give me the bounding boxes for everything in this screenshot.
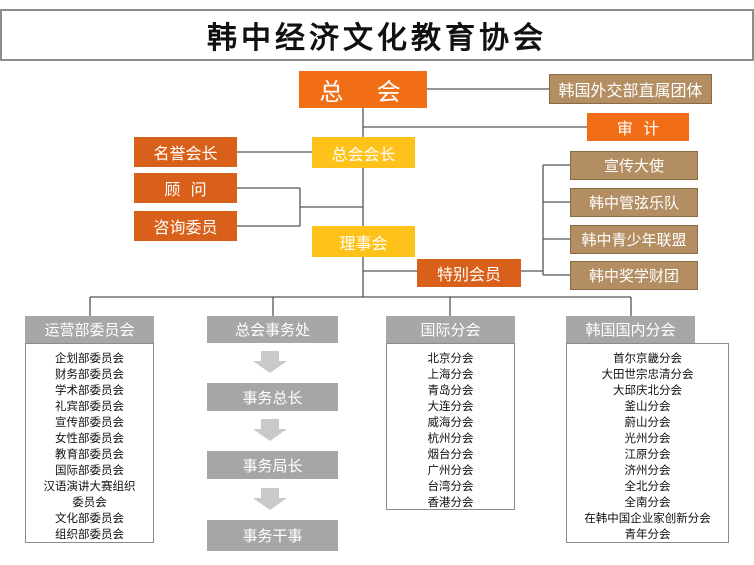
list-item: 全北分会 <box>624 479 671 493</box>
president-box: 总会会长 <box>312 137 415 168</box>
list-item: 企划部委员会 <box>55 351 124 365</box>
list-item: 宣传部委员会 <box>55 415 124 429</box>
list-item: 青年分会 <box>624 527 671 541</box>
list-item: 江原分会 <box>624 447 671 461</box>
consulting-committee-box: 咨询委员 <box>134 211 237 241</box>
domestic-list: 首尔京畿分会 大田世宗忠清分会 大邱庆北分会 釜山分会 蔚山分会 光州分会 江原… <box>566 343 729 543</box>
audit-box: 审 计 <box>587 113 689 141</box>
arrow-down-icon <box>253 419 287 441</box>
domestic-header: 韩国国内分会 <box>566 316 695 343</box>
list-item: 大田世宗忠清分会 <box>601 367 694 381</box>
honorary-president-box: 名誉会长 <box>134 137 237 167</box>
operations-list: 企划部委员会 财务部委员会 学术部委员会 礼宾部委员会 宣传部委员会 女性部委员… <box>25 343 154 543</box>
list-item: 杭州分会 <box>427 431 474 445</box>
secretary-box: 事务干事 <box>207 520 338 551</box>
board-box: 理事会 <box>312 226 415 257</box>
page-title: 韩中经济文化教育协会 <box>0 9 754 61</box>
list-item: 烟台分会 <box>427 447 474 461</box>
list-item: 国际部委员会 <box>55 463 124 477</box>
list-item: 在韩中国企业家创新分会 <box>584 511 711 525</box>
list-item: 北京分会 <box>427 351 474 365</box>
list-item: 女性部委员会 <box>55 431 124 445</box>
list-item: 光州分会 <box>624 431 671 445</box>
list-item: 香港分会 <box>427 495 474 509</box>
secretary-general-box: 事务总长 <box>207 383 338 411</box>
right-group-box: 宣传大使 <box>570 151 698 180</box>
list-item: 青岛分会 <box>427 383 474 397</box>
list-item: 济州分会 <box>624 463 671 477</box>
operations-header: 运营部委员会 <box>25 316 154 343</box>
right-group-box: 韩中奖学财团 <box>570 261 698 290</box>
right-group-box: 韩中青少年联盟 <box>570 225 698 254</box>
affiliated-box: 韩国外交部直属团体 <box>549 74 712 104</box>
special-member-box: 特别会员 <box>417 259 521 287</box>
down-arrows <box>253 351 287 510</box>
list-item: 教育部委员会 <box>55 447 124 461</box>
list-item: 委员会 <box>72 495 107 509</box>
list-item: 汉语演讲大赛组织 <box>43 479 136 493</box>
list-item: 文化部委员会 <box>55 511 124 525</box>
list-item: 全南分会 <box>624 495 671 509</box>
list-item: 威海分会 <box>427 415 474 429</box>
list-item: 学术部委员会 <box>55 383 124 397</box>
arrow-down-icon <box>253 488 287 510</box>
list-item: 礼宾部委员会 <box>55 399 124 413</box>
general-assembly-box: 总 会 <box>299 71 427 108</box>
bureau-chief-box: 事务局长 <box>207 451 338 479</box>
arrow-down-icon <box>253 351 287 373</box>
list-item: 蔚山分会 <box>624 415 671 429</box>
list-item: 首尔京畿分会 <box>613 351 682 365</box>
list-item: 上海分会 <box>427 367 474 381</box>
list-item: 釜山分会 <box>624 399 671 413</box>
list-item: 大连分会 <box>427 399 474 413</box>
list-item: 台湾分会 <box>427 479 474 493</box>
list-item: 大邱庆北分会 <box>613 383 682 397</box>
international-header: 国际分会 <box>386 316 515 343</box>
list-item: 组织部委员会 <box>55 527 124 541</box>
list-item: 财务部委员会 <box>55 367 124 381</box>
right-group-box: 韩中管弦乐队 <box>570 188 698 217</box>
secretariat-header: 总会事务处 <box>207 316 338 343</box>
list-item: 广州分会 <box>427 463 474 477</box>
advisor-box: 顾 问 <box>134 173 237 203</box>
international-list: 北京分会 上海分会 青岛分会 大连分会 威海分会 杭州分会 烟台分会 广州分会 … <box>386 343 515 510</box>
